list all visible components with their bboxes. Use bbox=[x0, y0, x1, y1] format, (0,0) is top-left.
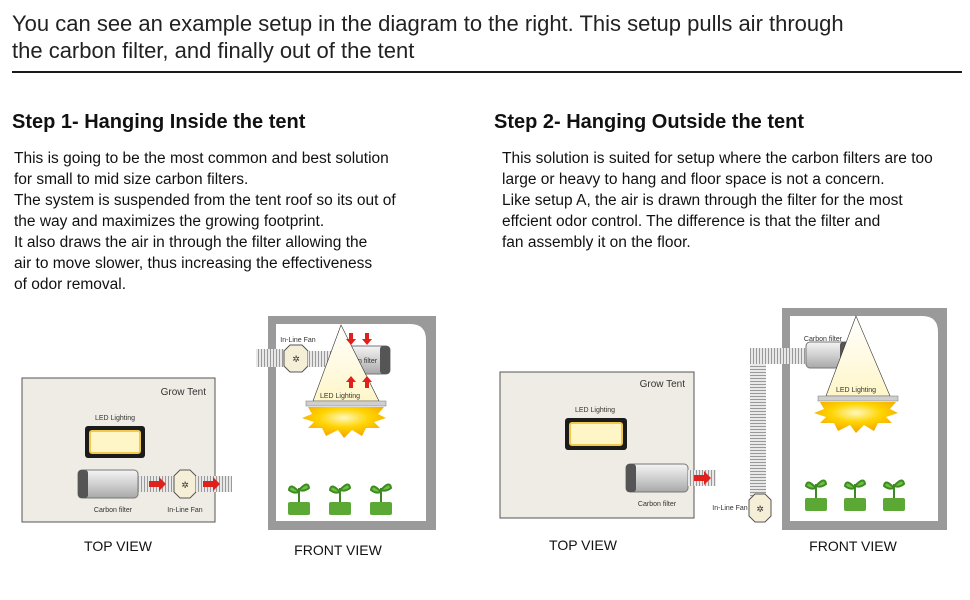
step2-title: Step 2- Hanging Outside the tent bbox=[494, 111, 805, 133]
intro-line-1: You can see an example setup in the diag… bbox=[12, 11, 844, 36]
inline-fan-label: In-Line Fan bbox=[167, 507, 203, 514]
grow-tent-label: Grow Tent bbox=[640, 379, 686, 390]
airflow-arrow-icon bbox=[362, 333, 372, 345]
step1-line: of odor removal. bbox=[14, 276, 126, 293]
fan-icon bbox=[748, 493, 772, 523]
divider bbox=[12, 71, 962, 73]
light-glow bbox=[814, 402, 898, 433]
led-lighting-label: LED Lighting bbox=[575, 407, 615, 414]
led-lighting-label: LED Lighting bbox=[95, 415, 135, 422]
plant-icon bbox=[843, 479, 867, 511]
airflow-arrow-icon bbox=[346, 376, 356, 388]
step1-line: It also draws the air in through the fil… bbox=[14, 234, 368, 251]
step1-line: This is going to be the most common and … bbox=[14, 150, 389, 167]
led-panel bbox=[305, 400, 387, 407]
top-view-label: TOP VIEW bbox=[84, 538, 153, 554]
top-view-label: TOP VIEW bbox=[549, 537, 618, 553]
step2-body: This solution is suited for setup where … bbox=[502, 148, 966, 253]
led-panel bbox=[817, 395, 899, 402]
step1-front-view: ✲ In-Line Fan Carbon filter LED Lighting bbox=[256, 316, 436, 558]
svg-text:✲: ✲ bbox=[756, 504, 764, 514]
airflow-arrow-icon bbox=[149, 477, 166, 491]
airflow-arrow-icon bbox=[694, 471, 711, 485]
front-view-label: FRONT VIEW bbox=[809, 538, 897, 554]
intro-line-2: the carbon filter, and finally out of th… bbox=[12, 38, 415, 63]
plant-icon bbox=[882, 479, 906, 511]
step2-line: large or heavy to hang and floor space i… bbox=[502, 171, 885, 188]
step1-line: for small to mid size carbon filters. bbox=[14, 171, 249, 188]
plant-icon bbox=[287, 483, 311, 515]
step1-body: This is going to be the most common and … bbox=[14, 148, 464, 295]
carbon-filter-label: Carbon filter bbox=[94, 507, 133, 514]
step2-top-view: Grow Tent LED Lighting Carbon filter TOP… bbox=[499, 371, 716, 553]
front-view-label: FRONT VIEW bbox=[294, 542, 382, 558]
airflow-arrow-icon bbox=[362, 376, 372, 388]
carbon-filter-label: Carbon filter bbox=[638, 501, 677, 508]
step1-line: air to move slower, thus increasing the … bbox=[14, 255, 373, 272]
step1-line: the way and maximizes the growing footpr… bbox=[14, 213, 325, 230]
led-lighting-label: LED Lighting bbox=[836, 387, 876, 394]
airflow-arrow-icon bbox=[346, 333, 356, 345]
carbon-filter-label: Carbon filter bbox=[804, 336, 843, 343]
airflow-arrow-icon bbox=[203, 477, 220, 491]
led-lighting-label: LED Lighting bbox=[320, 393, 360, 400]
light-glow bbox=[302, 407, 386, 438]
plant-icon bbox=[369, 483, 393, 515]
step2-line: fan assembly it on the floor. bbox=[502, 234, 691, 251]
inline-fan-label: In-Line Fan bbox=[712, 505, 748, 512]
step1-line: The system is suspended from the tent ro… bbox=[14, 192, 396, 209]
inline-fan-label: In-Line Fan bbox=[280, 337, 316, 344]
plant-icon bbox=[804, 479, 828, 511]
svg-text:✲: ✲ bbox=[292, 354, 300, 364]
plant-icon bbox=[328, 483, 352, 515]
intro-text: You can see an example setup in the diag… bbox=[12, 10, 962, 64]
step2-line: effcient odor control. The difference is… bbox=[502, 213, 881, 230]
svg-text:✲: ✲ bbox=[181, 480, 189, 490]
step2-line: This solution is suited for setup where … bbox=[502, 150, 933, 167]
duct-icon bbox=[750, 352, 766, 498]
step1-title: Step 1- Hanging Inside the tent bbox=[12, 111, 306, 133]
grow-tent-label: Grow Tent bbox=[161, 387, 207, 398]
step2-front-view: Carbon filter ✲ In-Line Fan LED Lighting… bbox=[712, 308, 947, 554]
step2-line: Like setup A, the air is drawn through t… bbox=[502, 192, 903, 209]
duct-icon bbox=[256, 349, 284, 367]
step1-top-view: Grow Tent LED Lighting ✲ Carbon filter I… bbox=[21, 377, 232, 554]
